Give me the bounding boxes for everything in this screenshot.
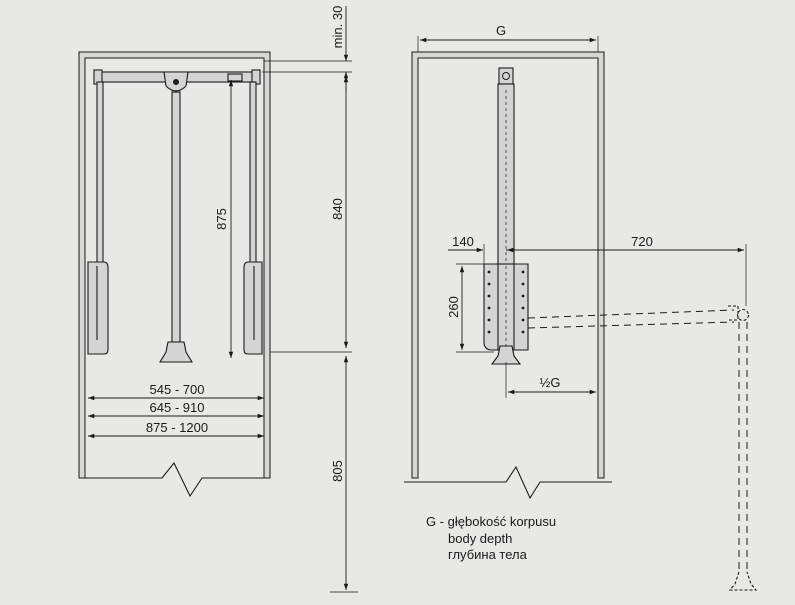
side-arm-left <box>96 81 104 265</box>
width-dimensions: 545 - 700 645 - 910 875 - 1200 <box>88 382 264 439</box>
legend-line-3: глубина тела <box>448 547 528 562</box>
offset-label: 140 <box>452 234 474 249</box>
legend-line-2: body depth <box>448 531 512 546</box>
lift-length-dimension: 875 <box>214 80 234 358</box>
side-handle-foot <box>490 345 522 365</box>
side-cabinet-walls <box>411 51 605 479</box>
legend: G - głębokość korpusu body depth глубина… <box>426 514 556 562</box>
width-range-1-label: 545 - 700 <box>150 382 205 397</box>
bracket-height-label: 260 <box>446 296 461 318</box>
rail-latch <box>227 73 243 82</box>
side-bracket-left <box>87 261 109 355</box>
cabinet-left-wall <box>78 51 271 479</box>
floor-height-label: 805 <box>330 460 345 482</box>
reach-label: 720 <box>631 234 653 249</box>
side-bracket-right <box>243 261 263 355</box>
bracket-screw-holes <box>487 270 525 334</box>
top-mount <box>498 67 514 85</box>
width-range-2-label: 645 - 910 <box>150 400 205 415</box>
lift-length-label: 875 <box>214 208 229 230</box>
extended-arm-lower <box>527 321 735 329</box>
side-arm-right <box>249 81 257 265</box>
hub-bolt <box>173 79 179 85</box>
legend-line-1: G - głębokość korpusu <box>426 514 556 529</box>
width-range-3-label: 875 - 1200 <box>146 420 208 435</box>
half-depth-label: ½G <box>540 375 561 390</box>
handle-foot <box>159 341 193 363</box>
center-rod <box>171 91 181 343</box>
floor-break-line <box>82 461 268 498</box>
front-view <box>78 51 271 498</box>
side-floor-break-line <box>404 465 612 500</box>
depth-label: G <box>496 23 506 38</box>
extended-arm-upper <box>527 309 735 319</box>
side-view: G 720 140 <box>404 23 758 591</box>
extended-hub <box>736 308 750 322</box>
rod-height-label: 840 <box>330 198 345 220</box>
height-dimensions: min. 30 840 805 <box>262 6 358 593</box>
min-top-label: min. 30 <box>330 6 345 49</box>
